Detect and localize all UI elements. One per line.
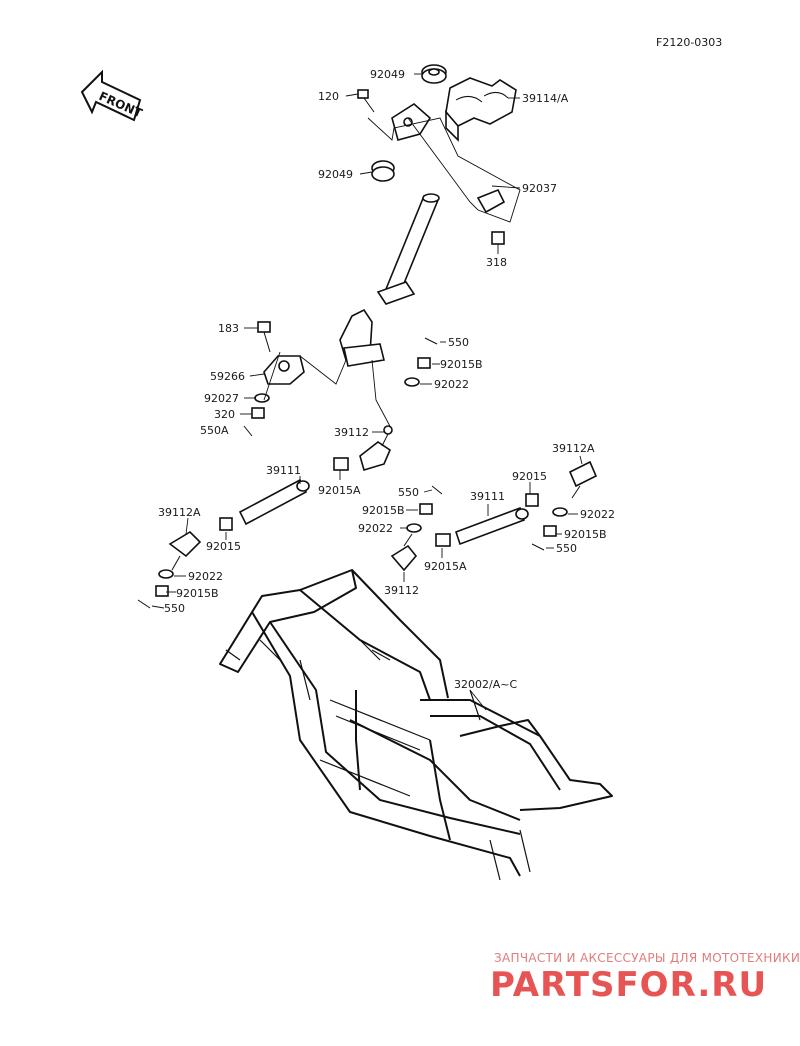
- label-92037: 92037: [522, 182, 557, 195]
- bolt-120: [357, 89, 375, 113]
- label-550-b: 550: [398, 486, 419, 499]
- nut-318: [491, 231, 505, 245]
- nut-92015-right: [525, 493, 539, 507]
- label-92015B-right: 92015B: [564, 528, 607, 541]
- shaft-holder-59266: [263, 355, 305, 385]
- label-92049-top: 92049: [370, 68, 405, 81]
- label-39114A: 39114/A: [522, 92, 569, 105]
- label-550-left: 550: [164, 602, 185, 615]
- bushing-top: [421, 64, 447, 84]
- pin-550-right: [531, 543, 545, 551]
- label-92015B-left: 92015B: [176, 587, 219, 600]
- nut-92015B-b: [419, 503, 433, 515]
- label-92015A-left: 92015A: [318, 484, 361, 497]
- label-550-right: 550: [556, 542, 577, 555]
- tie-rod-39111-left: [238, 478, 310, 526]
- frame-32002: [219, 569, 613, 881]
- handlebar-holder: [445, 77, 517, 142]
- locknut-92015A-right: [435, 533, 451, 547]
- figure-code: F2120-0303: [656, 36, 722, 49]
- tie-rod-end-39112A-left: [168, 530, 202, 571]
- washer-92027: [254, 393, 270, 403]
- watermark-caption: ЗАПЧАСТИ И АКСЕССУАРЫ ДЛЯ МОТОТЕХНИКИ: [494, 951, 800, 965]
- label-92015A-right: 92015A: [424, 560, 467, 573]
- label-92049-mid: 92049: [318, 168, 353, 181]
- tie-rod-end-39112A-right: [568, 460, 598, 499]
- label-92022-b: 92022: [358, 522, 393, 535]
- label-318: 318: [486, 256, 507, 269]
- label-92015B-a: 92015B: [440, 358, 483, 371]
- nut-92015B-a: [417, 357, 431, 369]
- pin-550-a: [424, 337, 438, 345]
- watermark-brand: PARTSFOR.RU: [490, 965, 767, 1005]
- locknut-92015A-left: [333, 457, 349, 471]
- label-32002: 32002/A~C: [454, 678, 517, 691]
- front-arrow-icon: FRONT: [80, 69, 145, 122]
- label-92022-a: 92022: [434, 378, 469, 391]
- label-39112-bottom: 39112: [384, 584, 419, 597]
- nut-92015-left: [219, 517, 233, 531]
- nut-320: [251, 407, 265, 419]
- bushing-mid: [371, 160, 395, 182]
- label-92015B-b: 92015B: [362, 504, 405, 517]
- tie-rod-end-39112-bottom: [390, 533, 418, 572]
- pin-550-b: [431, 485, 443, 495]
- pin-550A: [243, 425, 253, 437]
- washer-92022-a: [404, 377, 420, 387]
- label-550A: 550A: [200, 424, 229, 437]
- label-39111-left: 39111: [266, 464, 301, 477]
- label-92022-right: 92022: [580, 508, 615, 521]
- label-92022-left: 92022: [188, 570, 223, 583]
- washer-92022-left: [158, 569, 174, 579]
- tie-rod-end-39112-top: [359, 425, 393, 471]
- leader-lines: [151, 73, 583, 609]
- washer-92022-b: [406, 523, 422, 533]
- label-320: 320: [214, 408, 235, 421]
- cap-92037: [476, 188, 506, 214]
- steering-shaft: [339, 193, 440, 367]
- pin-550-left: [137, 599, 151, 609]
- label-39112A-right: 39112A: [552, 442, 595, 455]
- bolt-183: [257, 321, 271, 353]
- nut-92015B-right: [543, 525, 557, 537]
- washer-92022-right: [552, 507, 568, 517]
- tie-rod-39111-right: [454, 506, 529, 546]
- label-120: 120: [318, 90, 339, 103]
- label-39112-top: 39112: [334, 426, 369, 439]
- label-39112A-left: 39112A: [158, 506, 201, 519]
- label-550-a: 550: [448, 336, 469, 349]
- label-183: 183: [218, 322, 239, 335]
- label-92015-right: 92015: [512, 470, 547, 483]
- label-92027: 92027: [204, 392, 239, 405]
- label-59266: 59266: [210, 370, 245, 383]
- nut-92015B-left: [155, 585, 169, 597]
- label-92015-left: 92015: [206, 540, 241, 553]
- label-39111-right: 39111: [470, 490, 505, 503]
